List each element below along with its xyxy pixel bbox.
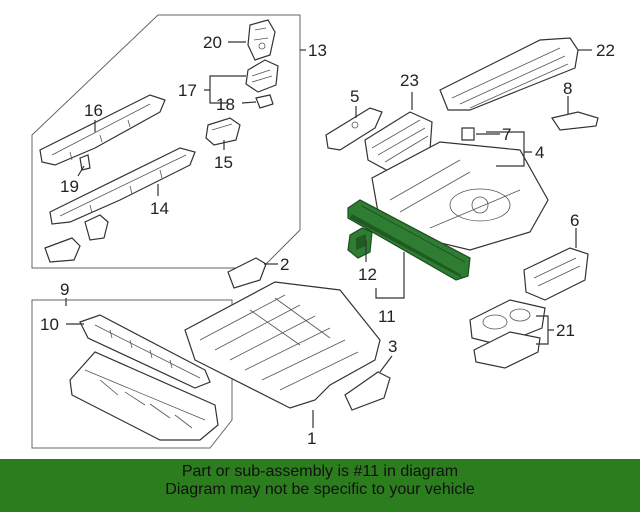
leader-4	[486, 131, 532, 167]
part-19-clip	[79, 154, 91, 171]
leader-17	[204, 75, 246, 104]
leader-19	[77, 165, 85, 177]
callout-22: 22	[596, 41, 615, 60]
part-11-crossmember	[347, 199, 471, 281]
callout-20: 20	[203, 33, 222, 52]
part-9-floor-panel	[69, 351, 219, 441]
part-6-bracket	[523, 247, 589, 301]
callout-16: 16	[84, 101, 103, 120]
part-1-main-floor	[184, 281, 381, 409]
part-18-clip	[255, 94, 274, 109]
leader-18	[241, 101, 257, 104]
callout-6: 6	[570, 211, 579, 230]
group-box-9	[31, 299, 233, 449]
part-10-rail	[79, 314, 211, 389]
callout-10: 10	[40, 315, 59, 334]
part-16-rail	[39, 94, 166, 166]
callout-2: 2	[280, 255, 289, 274]
part-22-heat-shield	[439, 37, 579, 111]
callout-7: 7	[502, 125, 511, 144]
part-21-plug	[469, 299, 546, 369]
part-small-bracket-a	[84, 214, 109, 241]
callout-5: 5	[350, 87, 359, 106]
callout-15: 15	[214, 153, 233, 172]
callout-12: 12	[358, 265, 377, 284]
part-17-bracket	[245, 59, 279, 93]
callout-23: 23	[400, 71, 419, 90]
part-small-bracket-b	[44, 237, 81, 263]
leader-21	[536, 315, 554, 345]
part-15-bracket	[205, 117, 241, 146]
part-8-bracket	[551, 111, 599, 131]
callout-11: 11	[378, 307, 396, 326]
part-5-bracket	[325, 107, 383, 151]
part-2-bracket	[227, 257, 267, 289]
leader-3	[379, 355, 393, 373]
part-7-nut	[461, 127, 475, 141]
callout-21: 21	[556, 321, 575, 340]
callout-19: 19	[60, 177, 79, 196]
callout-14: 14	[150, 199, 169, 218]
banner-line-2: Diagram may not be specific to your vehi…	[165, 481, 475, 498]
part-3-bracket	[344, 371, 391, 411]
parts-diagram: 20 17 18 16 19 14 15 13 10 9 5 23 22 8 7…	[31, 14, 615, 449]
callout-8: 8	[563, 79, 572, 98]
callout-13: 13	[308, 41, 327, 60]
part-20-bracket	[247, 19, 276, 61]
callout-1: 1	[307, 429, 316, 448]
leader-11	[375, 252, 405, 299]
callout-18: 18	[216, 95, 235, 114]
callout-9: 9	[60, 280, 69, 299]
callout-4: 4	[535, 143, 544, 162]
callout-3: 3	[388, 337, 397, 356]
part-12-bracket	[347, 227, 373, 259]
callout-17: 17	[178, 81, 197, 100]
banner-line-1: Part or sub-assembly is #11 in diagram	[181, 463, 459, 480]
part-14-rail	[49, 147, 196, 225]
info-banner: Part or sub-assembly is #11 in diagram D…	[0, 459, 640, 512]
